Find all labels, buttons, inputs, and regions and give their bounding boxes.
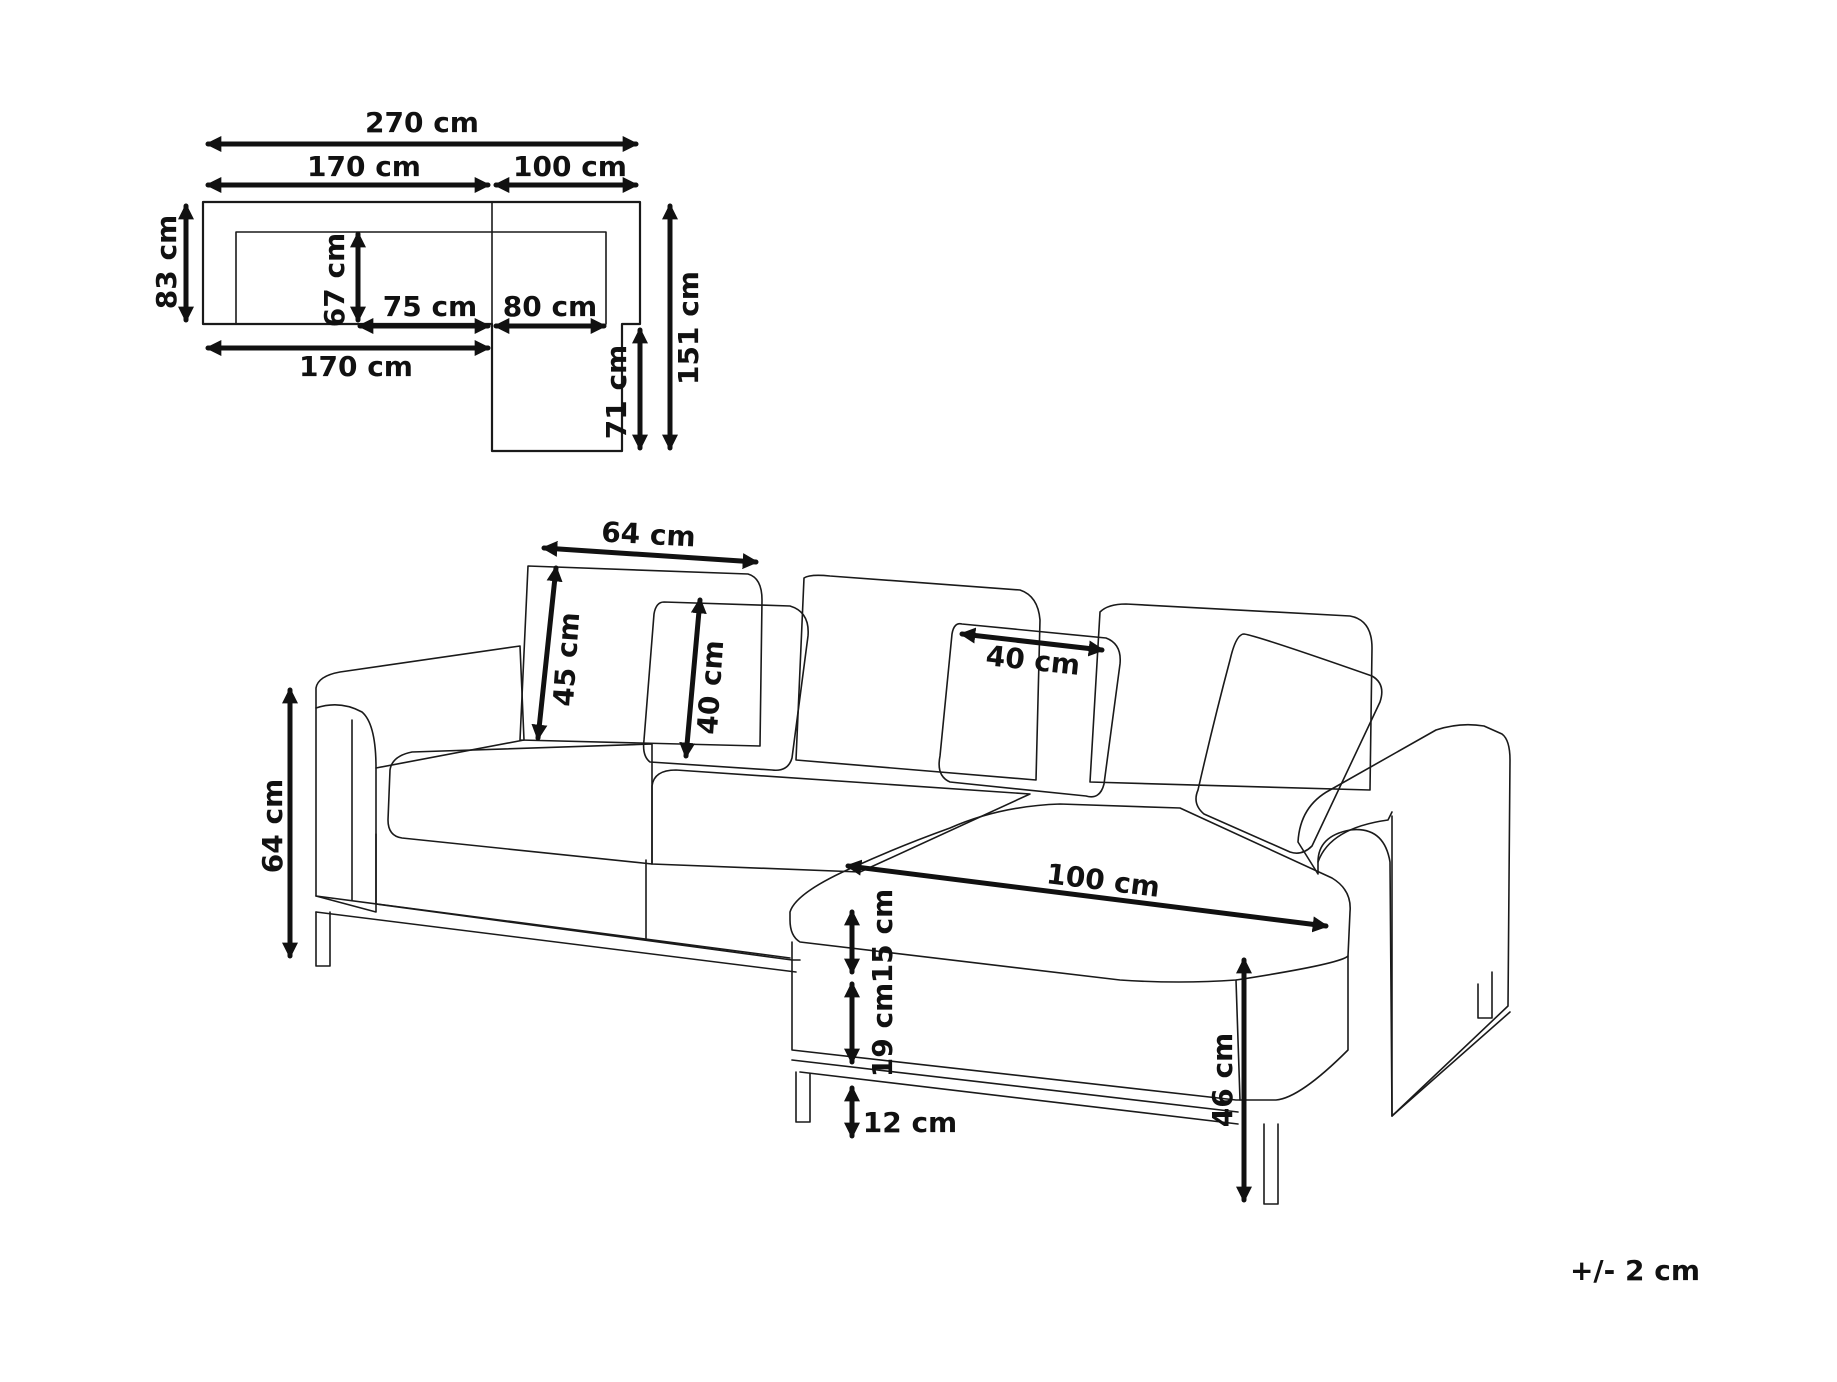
back-cushion-middle <box>795 574 1041 781</box>
dim-pillow-height <box>679 597 707 759</box>
label-seat-height: 46 cm <box>1206 1033 1239 1128</box>
plan-outline <box>201 200 642 453</box>
dim-cushion-height <box>531 565 563 741</box>
leg-left-front <box>315 911 331 967</box>
sofa-base <box>375 833 801 961</box>
label-seat-width-2: 80 cm <box>503 290 598 323</box>
back-cushion-left <box>519 565 763 747</box>
back-cushion-right <box>1089 603 1373 791</box>
leg-right-back <box>1477 971 1493 1019</box>
label-chaise-extension: 71 cm <box>600 345 633 440</box>
left-armrest <box>315 645 525 913</box>
label-sofa-width: 170 cm <box>307 150 421 183</box>
label-total-width: 270 cm <box>365 106 479 139</box>
base-lower-line <box>315 895 791 959</box>
plan-view: 270 cm 170 cm 100 cm 75 cm 80 cm 170 cm … <box>150 106 705 453</box>
label-base-height: 19 cm <box>866 983 899 1078</box>
label-seat-cushion-height: 15 cm <box>866 889 899 984</box>
pillow-right <box>1195 633 1383 854</box>
label-total-depth: 151 cm <box>672 271 705 385</box>
plan-seat-outline <box>235 231 607 325</box>
label-cushion-width: 64 cm <box>600 516 696 554</box>
leg-chaise-left <box>795 1071 811 1123</box>
pillow-left <box>642 601 809 772</box>
right-arm-rail <box>1391 1011 1511 1117</box>
label-seat-width-1: 75 cm <box>383 290 478 323</box>
seat-cushion-left <box>387 743 653 865</box>
base-rail <box>315 911 797 973</box>
chaise-base-rail <box>799 1071 1239 1125</box>
dim-cushion-width <box>541 540 759 570</box>
label-sofa-width-bottom: 170 cm <box>299 350 413 383</box>
label-chaise-width: 100 cm <box>513 150 627 183</box>
left-armrest-front <box>315 704 377 769</box>
sofa-drawing: 64 cm 45 cm 40 cm 40 cm 64 cm 100 cm 15 … <box>256 516 1511 1205</box>
pillow-middle <box>938 622 1122 798</box>
label-back-height: 64 cm <box>256 779 289 874</box>
chaise-seat-top <box>789 803 1351 983</box>
chaise-base-line <box>791 1059 1239 1113</box>
dim-chaise-length <box>845 859 1329 933</box>
label-chaise-length: 100 cm <box>1045 857 1162 904</box>
right-armrest-top <box>1317 811 1393 863</box>
label-leg-height: 12 cm <box>863 1106 958 1139</box>
tolerance-note: +/- 2 cm <box>1570 1254 1700 1287</box>
right-armrest <box>1297 723 1511 1117</box>
seat-cushion-middle <box>651 769 1031 873</box>
dim-pillow-width <box>959 627 1105 657</box>
label-pillow-height: 40 cm <box>691 639 731 736</box>
chaise-seat-front <box>791 941 1349 1101</box>
label-cushion-height: 45 cm <box>547 611 587 708</box>
label-inner-depth: 67 cm <box>318 233 351 328</box>
leg-chaise-front <box>1263 1123 1279 1205</box>
label-depth: 83 cm <box>150 215 183 310</box>
